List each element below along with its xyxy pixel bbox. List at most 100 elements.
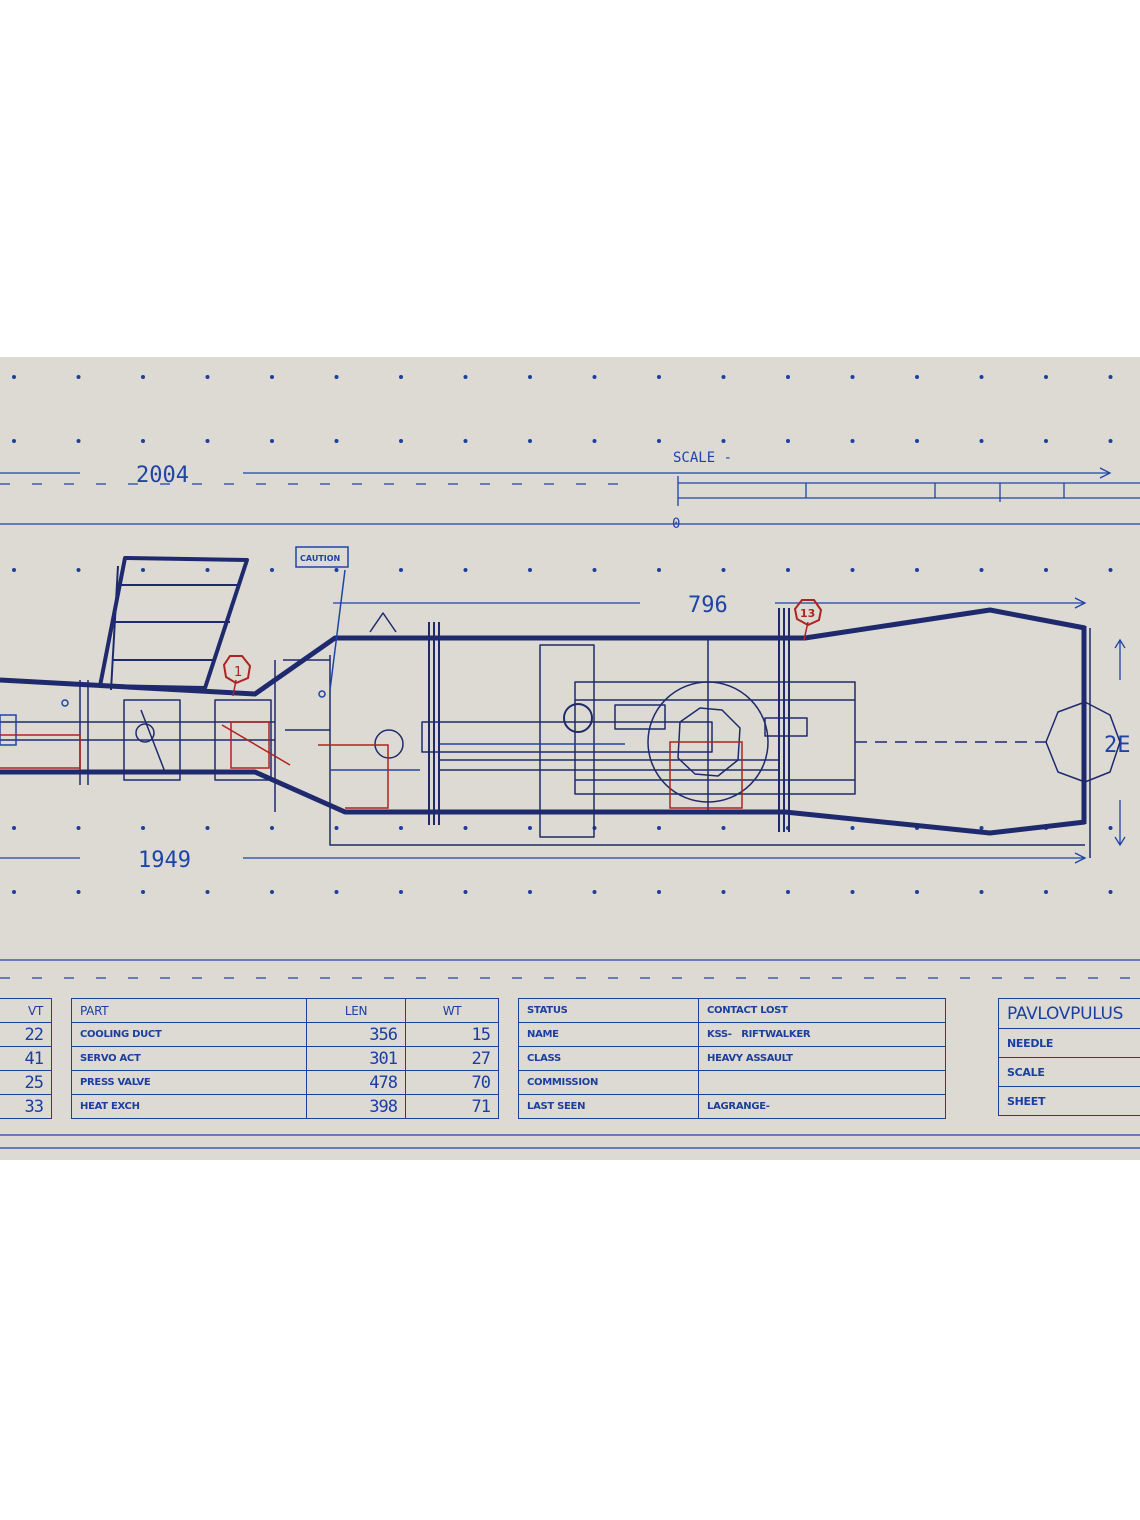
status-value: KSS- RIFTWALKER [698,1022,946,1047]
grid-dot [979,890,984,894]
grid-dot [399,375,403,379]
grid-dot [334,439,339,443]
part-len: 356 [306,1022,406,1047]
grid-dot [399,439,403,443]
status-label: NAME [518,1022,699,1047]
grid-dot [141,568,145,572]
grid-dot [1044,375,1048,379]
grid-dot [141,375,145,379]
grid-dot [334,375,339,379]
part-name: PRESS VALVE [71,1070,307,1095]
hull-outline [0,556,1121,858]
grid-dot [592,375,597,379]
dimension-2004: 2004 [136,463,189,488]
title-block: PAVLOVPULUS NEEDLE SCALE SHEET [998,998,1140,1116]
status-value: HEAVY ASSAULT [698,1046,946,1071]
table-header-row: PART LEN WT [71,998,499,1023]
part-len: 398 [306,1094,406,1119]
grid-dot [850,890,855,894]
reference-marker-1: 1 [222,655,252,685]
status-label: LAST SEEN [518,1094,699,1119]
grid-dot [786,375,790,379]
grid-dot [657,439,661,443]
scale-label: SCALE - [673,450,732,466]
title-block-row: SCALE [998,1057,1140,1087]
header-len: LEN [306,998,406,1023]
grid-dot [205,439,210,443]
dot-grid [12,375,1113,894]
grid-dot [334,568,339,572]
status-value [698,1070,946,1095]
left-weight-table: VT 22 41 25 33 [0,998,52,1119]
part-wt: 70 [405,1070,499,1095]
grid-dot [76,439,81,443]
part-len: 301 [306,1046,406,1071]
grid-dot [76,568,81,572]
grid-dot [463,375,468,379]
scale-bar [677,476,1140,506]
grid-dot [1044,568,1048,572]
grid-dot [528,375,532,379]
grid-dot [205,890,210,894]
grid-dot [915,375,919,379]
status-value: CONTACT LOST [698,998,946,1023]
part-name: COOLING DUCT [71,1022,307,1047]
part-wt: 15 [405,1022,499,1047]
grid-dot [915,439,919,443]
grid-dot [528,568,532,572]
grid-dot [270,439,274,443]
status-label: STATUS [518,998,699,1023]
grid-dot [334,826,339,830]
dimension-1949: 1949 [138,848,191,873]
reference-marker-13: 13 [793,599,823,627]
grid-dot [205,568,210,572]
grid-dot [12,568,16,572]
header-wt: WT [405,998,499,1023]
grid-dot [463,568,468,572]
grid-dot [141,890,145,894]
grid-dot [979,826,984,830]
grid-dot [850,826,855,830]
grid-dot [850,568,855,572]
blue-lines [0,569,625,771]
grid-dot [205,826,210,830]
left-table-header: VT [0,998,52,1023]
left-table-cell: 22 [0,1022,52,1047]
status-value: LAGRANGE- [698,1094,946,1119]
grid-dot [1044,439,1048,443]
grid-dot [528,890,532,894]
grid-dot [463,826,468,830]
part-len: 478 [306,1070,406,1095]
part-name: HEAT EXCH [71,1094,307,1119]
red-lines [0,621,809,809]
title-block-title: PAVLOVPULUS [998,998,1140,1029]
status-label: COMMISSION [518,1070,699,1095]
grid-dot [657,826,661,830]
table-row: COMMISSION [518,1070,946,1095]
header-part: PART [71,998,307,1023]
grid-dot [1108,568,1113,572]
grid-dot [463,890,468,894]
grid-dot [979,568,984,572]
grid-dot [334,890,339,894]
scale-zero: 0 [672,516,680,532]
grid-dot [657,890,661,894]
grid-dot [270,568,274,572]
grid-dot [1108,439,1113,443]
grid-dot [915,568,919,572]
grid-dot [399,568,403,572]
grid-dot [399,826,403,830]
grid-dot [270,375,274,379]
grid-dot [76,375,81,379]
title-block-row: SHEET [998,1086,1140,1116]
grid-dot [721,439,726,443]
part-name: SERVO ACT [71,1046,307,1071]
grid-dot [1108,826,1113,830]
grid-dot [76,890,81,894]
